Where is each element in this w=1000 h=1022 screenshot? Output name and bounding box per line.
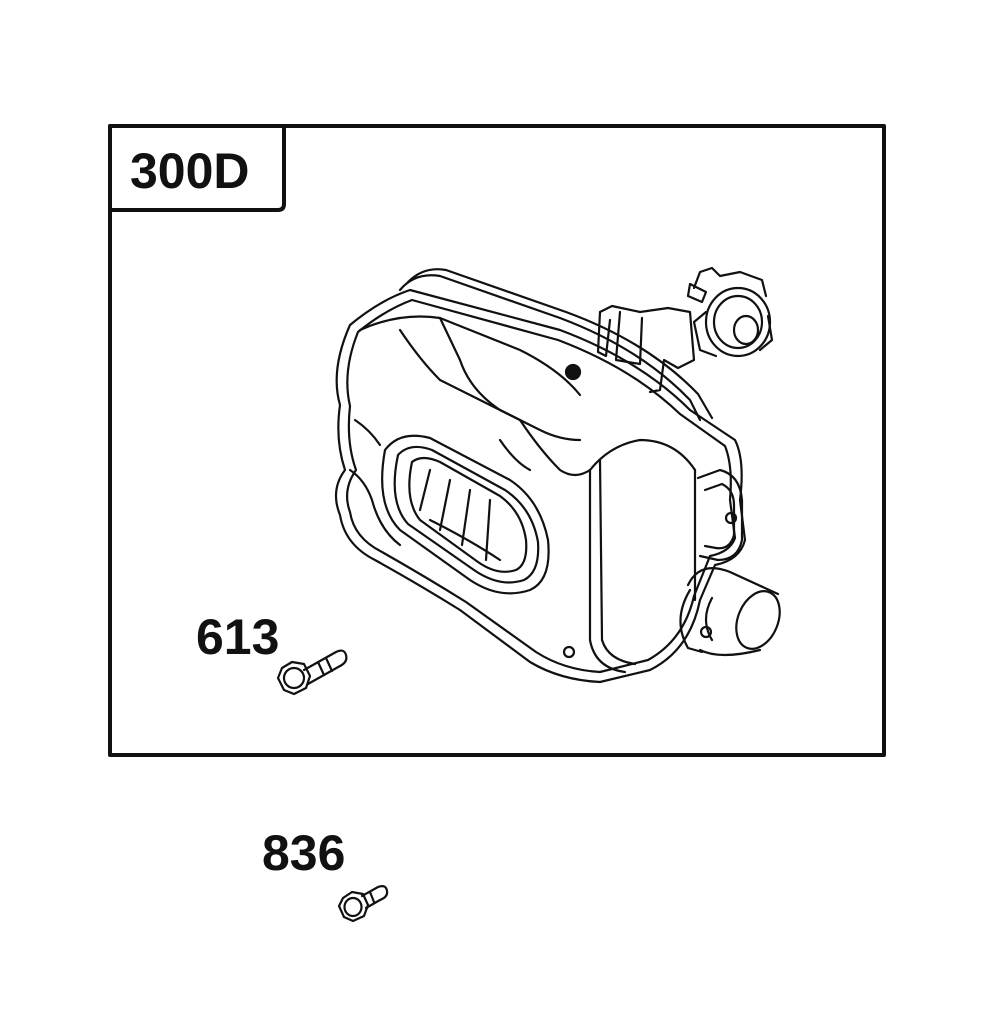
assembly-frame — [108, 124, 886, 757]
muffler-drawing — [334, 266, 781, 684]
assembly-label: 300D — [130, 143, 250, 199]
bolt-613-icon — [276, 649, 348, 696]
assembly-label-box — [108, 124, 286, 212]
part-label-613: 613 — [196, 609, 280, 665]
part-label-836: 836 — [262, 825, 346, 881]
bolt-836-icon — [337, 885, 389, 923]
